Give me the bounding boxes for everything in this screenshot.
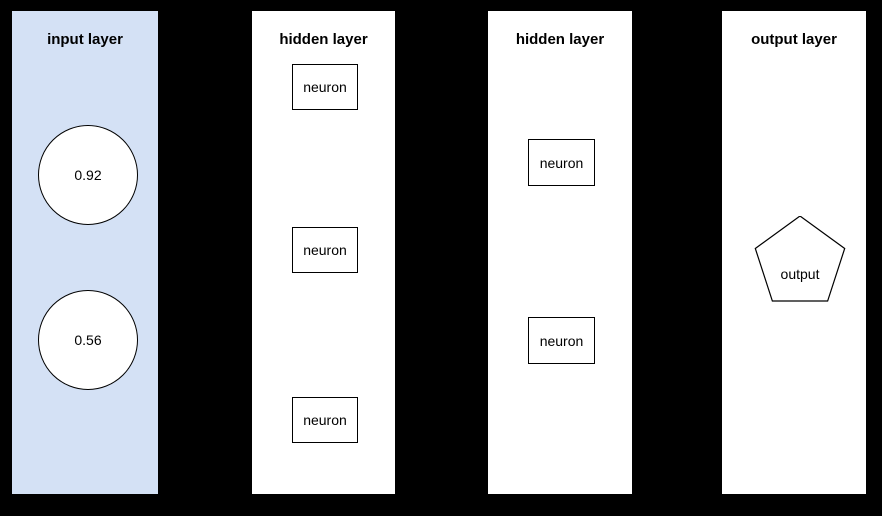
input-node-1[interactable]: 0.92 bbox=[38, 125, 138, 225]
hidden2-node-2[interactable]: neuron bbox=[528, 317, 595, 364]
hidden1-node-3[interactable]: neuron bbox=[292, 397, 358, 443]
output-node-1-label: output bbox=[780, 265, 820, 282]
hidden1-node-2[interactable]: neuron bbox=[292, 227, 358, 273]
panel-title-hidden-layer-2: hidden layer bbox=[515, 31, 605, 48]
output-node-1[interactable]: output bbox=[753, 215, 847, 310]
input-node-2[interactable]: 0.56 bbox=[38, 290, 138, 390]
hidden1-node-3-label: neuron bbox=[303, 412, 347, 428]
panel-title-input-layer: input layer bbox=[47, 31, 123, 48]
hidden2-node-1[interactable]: neuron bbox=[528, 139, 595, 186]
output-node-1-shape bbox=[754, 215, 846, 302]
hidden2-node-1-label: neuron bbox=[539, 154, 584, 171]
hidden1-node-1-label: neuron bbox=[303, 79, 347, 95]
hidden1-node-2-label: neuron bbox=[303, 242, 347, 258]
hidden2-node-2-label: neuron bbox=[539, 332, 584, 349]
panel-title-output-layer: output layer bbox=[751, 31, 837, 48]
panel-hidden-layer-2[interactable]: hidden layer bbox=[488, 11, 632, 494]
hidden1-node-1[interactable]: neuron bbox=[292, 64, 358, 110]
gap-hidden1-hidden2 bbox=[395, 0, 488, 516]
panel-input-layer[interactable]: input layer bbox=[12, 11, 158, 494]
input-node-2-label: 0.56 bbox=[74, 332, 102, 348]
gap-input-hidden1 bbox=[158, 0, 252, 516]
input-node-1-label: 0.92 bbox=[74, 167, 102, 183]
panel-title-hidden-layer-1: hidden layer bbox=[279, 31, 368, 48]
gap-hidden2-output bbox=[632, 0, 722, 516]
